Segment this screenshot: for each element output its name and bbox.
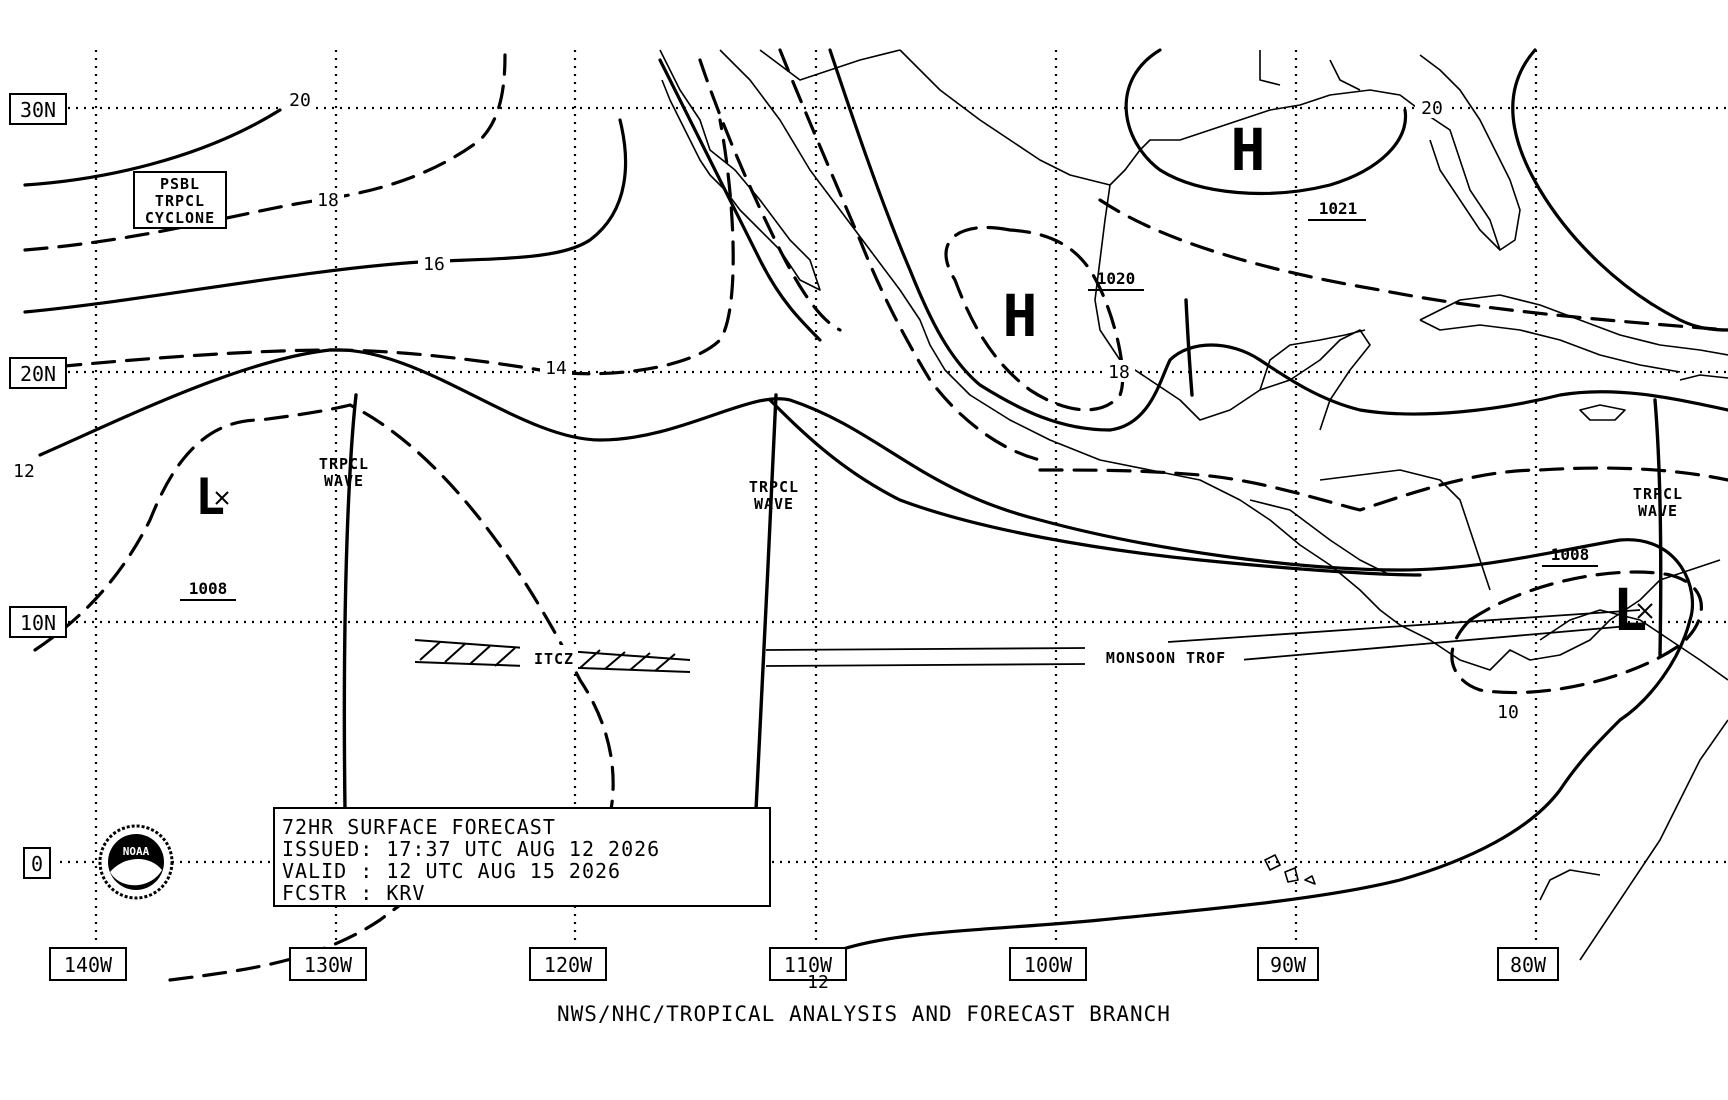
isobar-label: 12 — [13, 461, 35, 482]
isobar-label: 16 — [423, 254, 445, 275]
noaa-logo: NOAA — [98, 824, 174, 900]
lon-labels: 140W 130W 120W 110W 100W 90W 80W — [49, 947, 1559, 981]
pressure-value: 1021 — [1319, 199, 1358, 218]
high-pressure-symbol: H — [1003, 282, 1038, 350]
low-pressure-symbol: L — [1613, 576, 1648, 644]
monsoon-trough-label: MONSOON TROF — [1106, 649, 1226, 667]
pressure-centers: H 1021 H 1020 L 1008 L 1008 — [180, 116, 1653, 644]
forecast-info-box: 72HR SURFACE FORECAST ISSUED: 17:37 UTC … — [273, 807, 771, 907]
lon-label: 120W — [544, 953, 593, 977]
lat-label: 30N — [20, 98, 56, 122]
isobar-label: 18 — [317, 190, 339, 211]
isobar-label: 14 — [545, 358, 567, 379]
psbl-line: TRPCL — [155, 192, 205, 210]
coastlines — [659, 49, 1728, 961]
lat-labels: 30N 20N 10N 0 — [9, 93, 67, 879]
itcz-band — [414, 639, 691, 673]
forecast-title: 72HR SURFACE FORECAST — [282, 815, 556, 839]
pressure-value: 1008 — [189, 579, 228, 598]
wave-label-line: WAVE — [324, 472, 364, 490]
isobar-label: 10 — [1497, 702, 1519, 723]
isobar-label: 12 — [807, 972, 829, 993]
forecast-valid: VALID : 12 UTC AUG 15 2026 — [282, 859, 621, 883]
tropical-wave-labels: TRPCL WAVE TRPCL WAVE TRPCL WAVE — [319, 455, 1683, 520]
wave-label-line: TRPCL — [749, 478, 799, 496]
isobar-label: 18 — [1108, 362, 1130, 383]
psbl-line: CYCLONE — [145, 209, 215, 227]
itcz-label: ITCZ — [534, 650, 574, 668]
lat-label: 10N — [20, 611, 56, 635]
isobars — [23, 48, 1728, 982]
forecast-issued: ISSUED: 17:37 UTC AUG 12 2026 — [282, 837, 660, 861]
wave-label-line: WAVE — [754, 495, 794, 513]
latitude-gridlines — [60, 106, 1728, 864]
lat-label: 0 — [31, 852, 43, 876]
lon-label: 90W — [1270, 953, 1307, 977]
wave-label-line: WAVE — [1638, 502, 1678, 520]
lat-label: 20N — [20, 362, 56, 386]
isobar-label: 20 — [289, 90, 311, 111]
noaa-logo-text: NOAA — [123, 845, 150, 858]
lon-label: 80W — [1510, 953, 1547, 977]
tropical-waves — [342, 393, 778, 812]
pressure-value: 1008 — [1551, 545, 1590, 564]
forecast-forecaster: FCSTR : KRV — [282, 881, 425, 905]
isobar-labels: 20 18 16 14 12 20 18 10 12 — [13, 88, 1524, 993]
high-pressure-symbol: H — [1231, 116, 1266, 184]
longitude-gridlines — [94, 50, 1538, 945]
lon-label: 130W — [304, 953, 353, 977]
lon-label: 100W — [1024, 953, 1073, 977]
wave-label-line: TRPCL — [319, 455, 369, 473]
pressure-value: 1020 — [1097, 269, 1136, 288]
monsoon-trough — [765, 609, 1641, 667]
wave-label-line: TRPCL — [1633, 485, 1683, 503]
footer-credit: NWS/NHC/TROPICAL ANALYSIS AND FORECAST B… — [557, 1002, 1171, 1026]
psbl-line: PSBL — [160, 175, 200, 193]
lon-label: 140W — [64, 953, 113, 977]
possible-tropical-cyclone-box: PSBL TRPCL CYCLONE — [133, 171, 227, 229]
lon-label: 110W — [784, 953, 833, 977]
isobar-label: 20 — [1421, 98, 1443, 119]
